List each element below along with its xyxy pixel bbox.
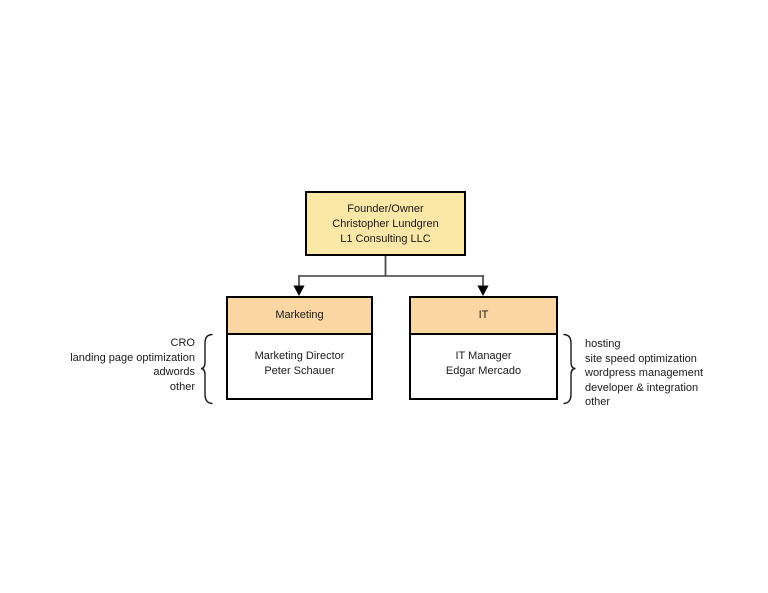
it-role: IT Manager: [455, 350, 512, 362]
service-item: CRO: [170, 337, 195, 349]
it-header: IT: [411, 298, 556, 335]
marketing-title: Marketing: [275, 309, 324, 321]
marketing-node: Marketing Marketing Director Peter Schau…: [226, 296, 373, 400]
marketing-role: Marketing Director: [254, 350, 345, 362]
service-item: hosting: [585, 338, 621, 350]
it-services-list: hosting site speed optimization wordpres…: [585, 337, 765, 410]
service-item: developer & integration: [585, 381, 699, 394]
it-person: Edgar Mercado: [445, 365, 522, 377]
it-title: IT: [478, 309, 489, 321]
marketing-header: Marketing: [228, 298, 371, 335]
service-item: landing page optimization: [70, 351, 195, 364]
it-body: IT Manager Edgar Mercado: [411, 335, 556, 379]
service-item: site speed optimization: [585, 352, 697, 365]
service-item: other: [169, 380, 195, 393]
left-brace: [200, 333, 213, 405]
it-node: IT IT Manager Edgar Mercado: [409, 296, 558, 400]
marketing-person: Peter Schauer: [264, 365, 335, 377]
down-arrow-right-icon: [477, 285, 489, 296]
marketing-body: Marketing Director Peter Schauer: [228, 335, 371, 379]
service-item: wordpress management: [585, 367, 704, 379]
founder-node: Founder/Owner Christopher Lundgren L1 Co…: [305, 191, 466, 256]
founder-company: L1 Consulting LLC: [340, 233, 431, 245]
marketing-services-list: CRO landing page optimization adwords ot…: [20, 336, 195, 394]
service-item: other: [585, 396, 611, 408]
founder-role: Founder/Owner: [347, 203, 424, 215]
founder-name: Christopher Lundgren: [332, 218, 439, 230]
down-arrow-left-icon: [293, 285, 305, 296]
service-item: adwords: [153, 366, 195, 378]
right-brace: [563, 333, 576, 405]
